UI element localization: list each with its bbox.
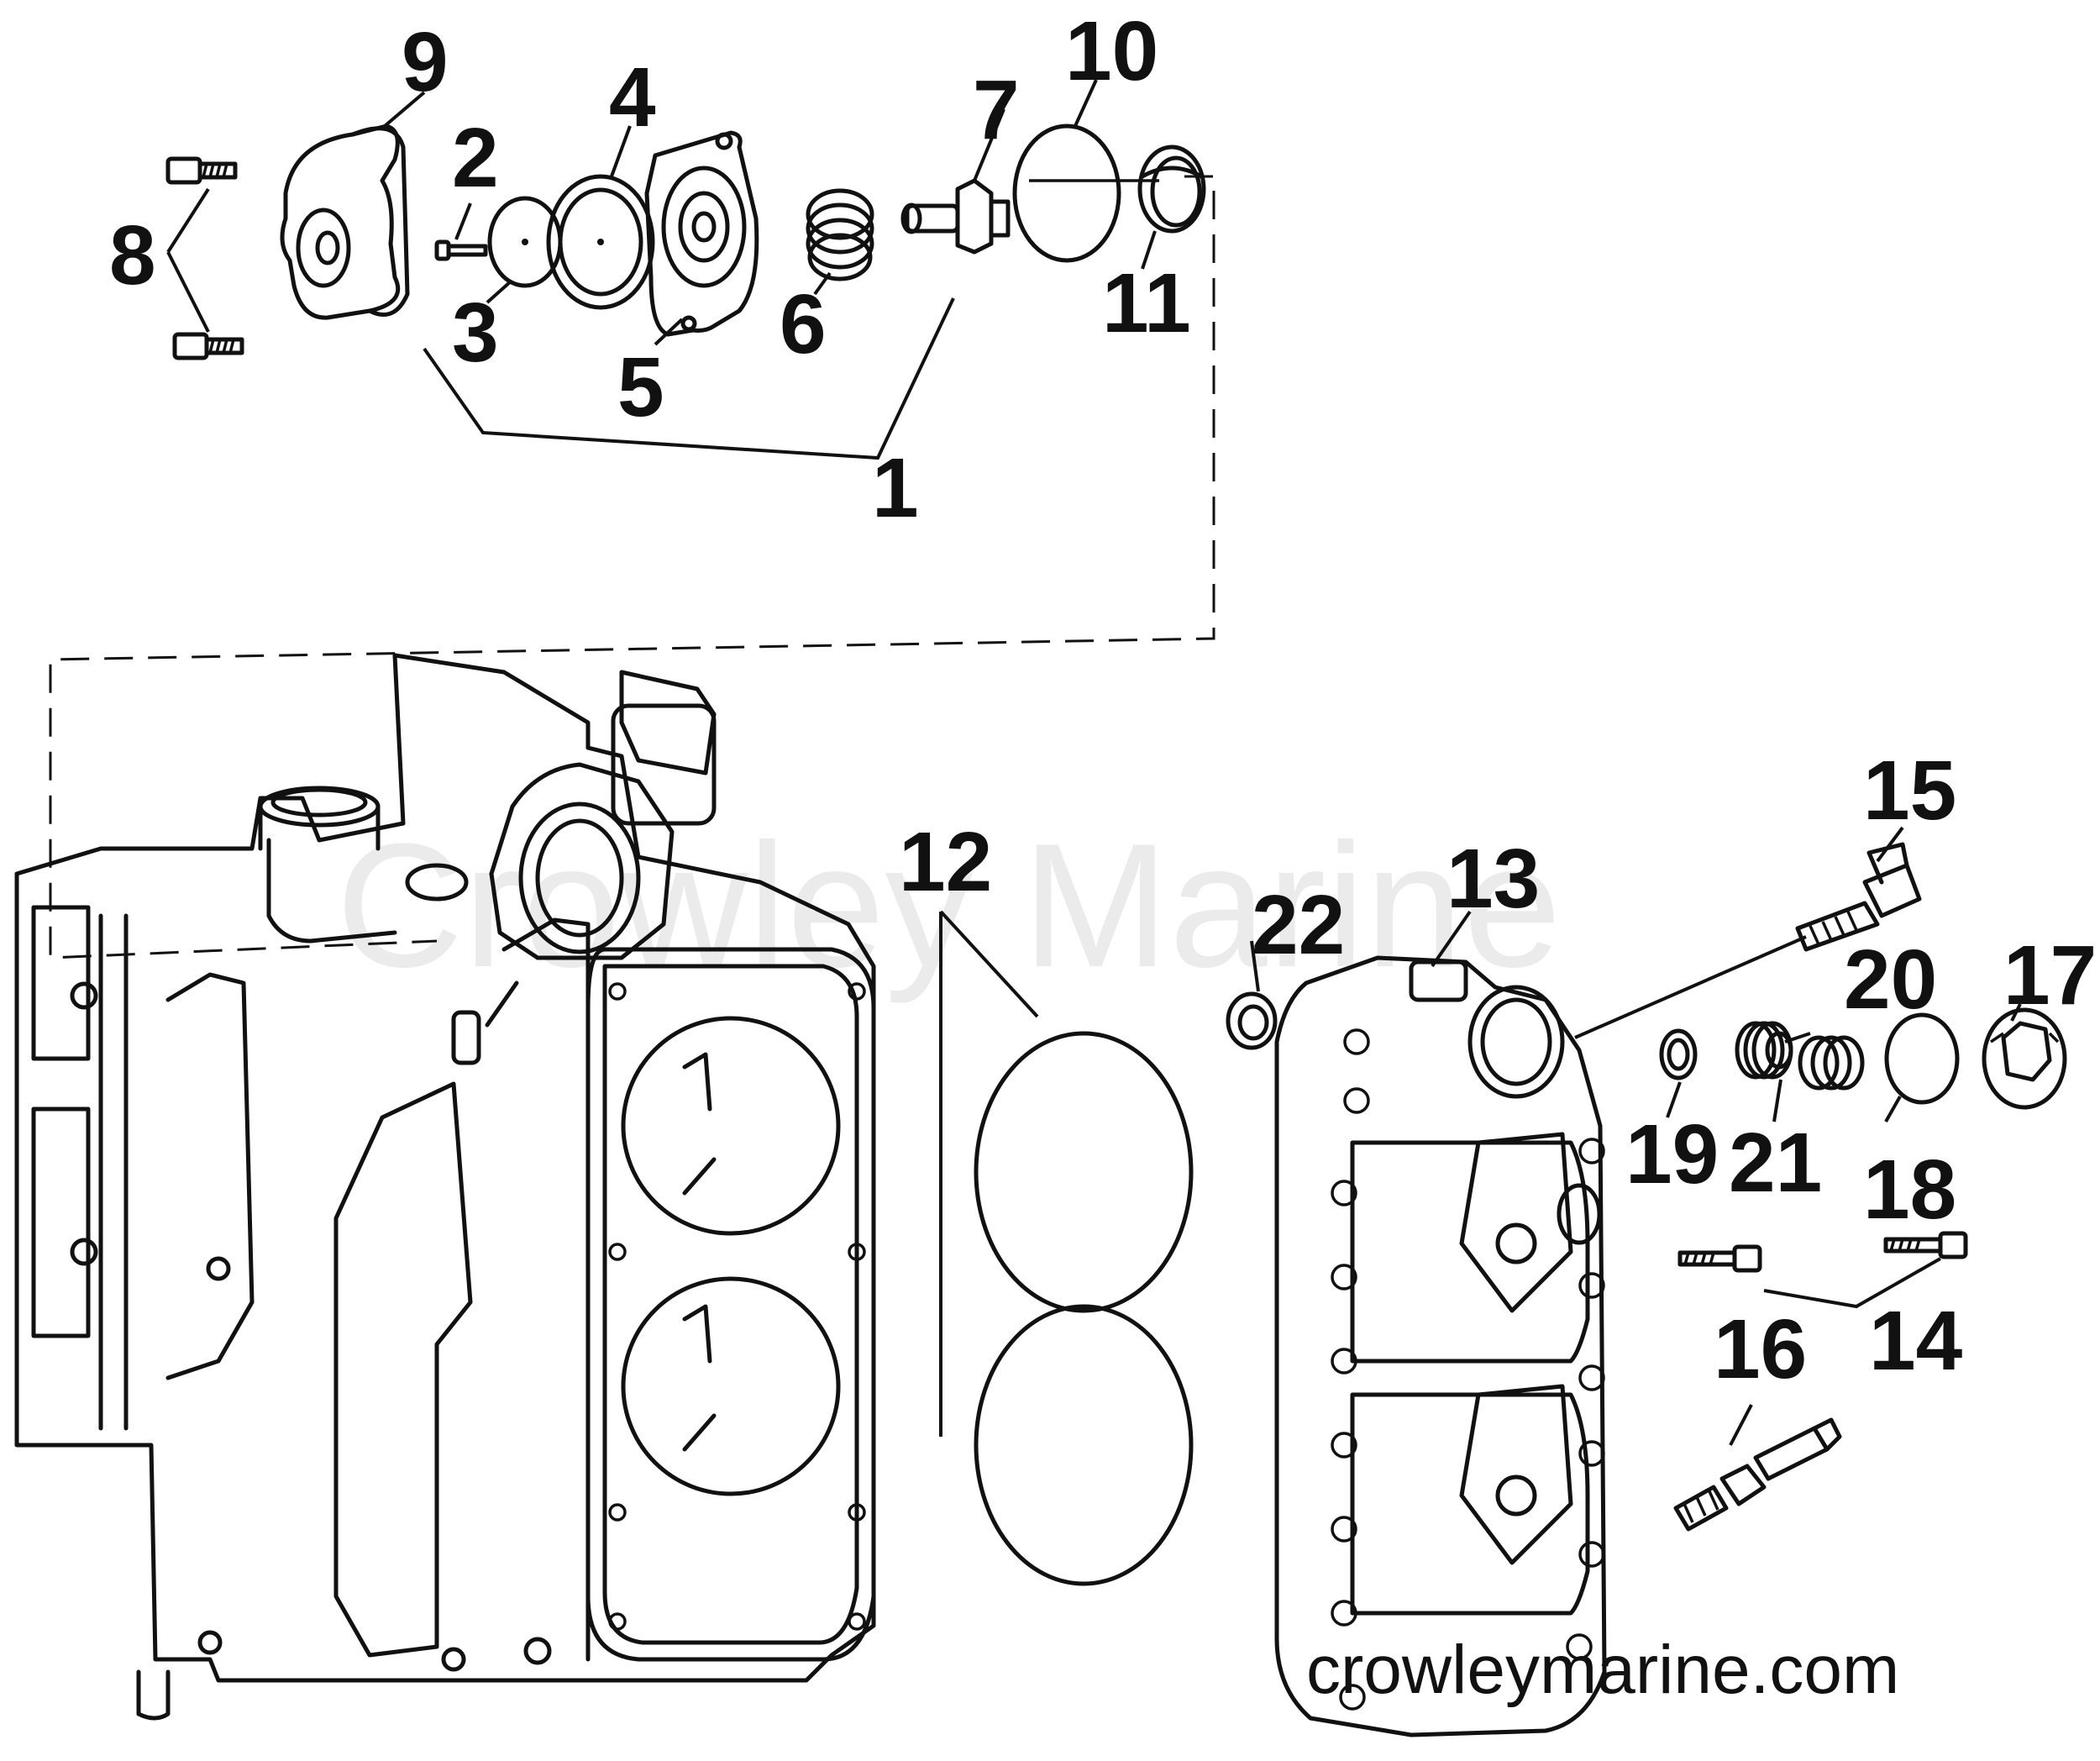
callout-22: 22 <box>1252 878 1345 972</box>
callout-labels: 1 2 3 4 5 6 7 8 9 10 11 12 13 14 15 16 1… <box>109 4 2097 1396</box>
callout-18: 18 <box>1863 1143 1956 1237</box>
seal-11 <box>1137 145 1206 234</box>
callout-14: 14 <box>1869 1294 1963 1388</box>
washer-19 <box>1659 1028 1698 1080</box>
dashed-guide-line <box>49 175 1215 959</box>
callout-13: 13 <box>1446 832 1540 926</box>
callout-15: 15 <box>1863 744 1956 838</box>
cylinder-head-13 <box>1274 955 1607 1737</box>
spring-20 <box>1798 1035 1865 1091</box>
callout-6: 6 <box>780 277 827 371</box>
o-ring-18 <box>1884 1012 1960 1105</box>
seal-22 <box>1226 991 1278 1050</box>
callout-4: 4 <box>609 50 656 145</box>
valve-21 <box>1735 1021 1793 1080</box>
callout-20: 20 <box>1844 933 1937 1027</box>
o-rings-12 <box>974 1031 1194 1586</box>
watermark-url: crowleymarine.com <box>1306 1632 1899 1708</box>
callout-5: 5 <box>617 340 664 434</box>
watermark-text: Crowley Marine <box>336 807 1562 1004</box>
plug-17 <box>1982 1007 2067 1110</box>
callout-16: 16 <box>1714 1302 1807 1396</box>
diaphragm-4 <box>546 174 655 310</box>
callout-12: 12 <box>899 815 992 909</box>
callout-8: 8 <box>109 208 156 302</box>
spark-plug-16 <box>1673 1417 1842 1532</box>
thermostat-7 <box>900 178 1011 255</box>
screw-2 <box>434 239 488 261</box>
callout-2: 2 <box>452 111 499 205</box>
sender-15 <box>1795 842 1922 952</box>
head-mating-face <box>585 947 876 1662</box>
leader-lines <box>166 79 2022 1446</box>
top-cover-block <box>258 786 381 851</box>
callout-9: 9 <box>402 15 449 109</box>
pressure-relief-housing-5 <box>644 130 759 337</box>
bolts-14 <box>1677 1231 1968 1273</box>
callout-7: 7 <box>973 63 1020 157</box>
callout-11: 11 <box>1102 256 1191 350</box>
callout-21: 21 <box>1729 1116 1822 1210</box>
callout-10: 10 <box>1065 4 1158 98</box>
callout-3: 3 <box>452 286 499 380</box>
water-outlet-housing <box>489 762 675 960</box>
bolts-8 <box>165 156 244 360</box>
thermostat-cover-9 <box>280 124 410 320</box>
spring-6 <box>806 188 874 281</box>
o-ring-10 <box>1012 124 1159 263</box>
callout-1: 1 <box>872 441 919 535</box>
callout-19: 19 <box>1625 1107 1719 1201</box>
callout-17: 17 <box>2003 928 2097 1022</box>
cylinder-block <box>14 653 876 1721</box>
